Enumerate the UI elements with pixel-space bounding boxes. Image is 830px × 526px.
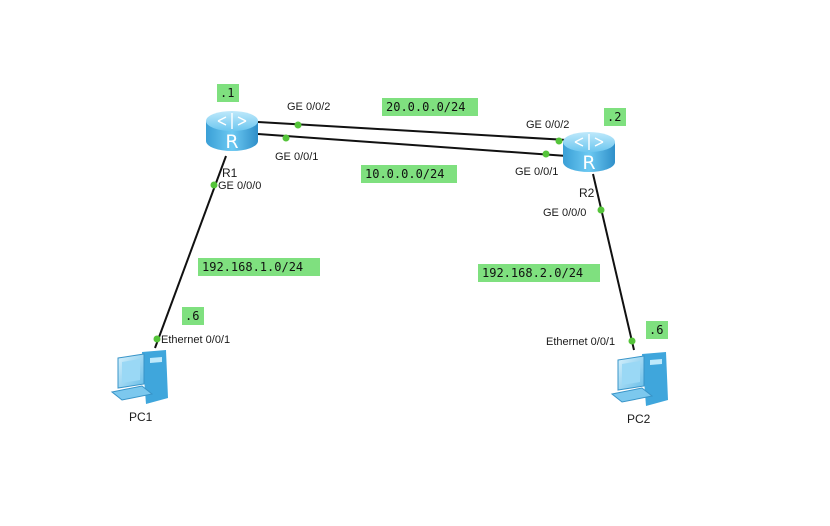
device-label-r1: R1: [222, 166, 238, 180]
note-text: .6: [649, 323, 663, 337]
note-text: 192.168.2.0/24: [482, 266, 583, 280]
port-label-r2-ge002: GE 0/0/2: [526, 119, 569, 131]
router-icon[interactable]: R: [563, 132, 615, 174]
note-text: .2: [607, 110, 621, 124]
note-text: .1: [220, 86, 234, 100]
device-label-pc1: PC1: [129, 410, 153, 424]
note-r2-host[interactable]: .2: [604, 108, 626, 126]
port-dot-r1-ge000[interactable]: [210, 181, 218, 189]
port-label-r1-ge000: GE 0/0/0: [218, 180, 261, 192]
link-r1-r2-ge002[interactable]: [257, 121, 568, 141]
port-dot-r1-ge001[interactable]: [282, 134, 290, 142]
port-label-r2-ge000: GE 0/0/0: [543, 207, 586, 219]
note-text: .6: [185, 309, 199, 323]
port-dot-pc1-eth[interactable]: [153, 335, 161, 343]
note-r1-host[interactable]: .1: [217, 84, 239, 102]
port-label-r1-ge001: GE 0/0/1: [275, 151, 318, 163]
port-dot-pc2-eth[interactable]: [628, 337, 636, 345]
pc-icon[interactable]: [110, 350, 168, 404]
note-net-10[interactable]: 10.0.0.0/24: [361, 165, 457, 183]
device-label-r2: R2: [579, 186, 595, 200]
svg-text:R: R: [225, 131, 238, 153]
device-label-pc2: PC2: [627, 412, 651, 426]
link-r1-r2-ge001[interactable]: [257, 133, 568, 157]
port-dot-r1-ge002[interactable]: [294, 121, 302, 129]
pc-icon[interactable]: [610, 352, 668, 406]
port-label-r2-ge001: GE 0/0/1: [515, 166, 558, 178]
note-net-lan1[interactable]: 192.168.1.0/24: [198, 258, 320, 276]
link-r2-pc2[interactable]: [592, 173, 635, 351]
svg-text:R: R: [582, 152, 595, 174]
note-pc1-host[interactable]: .6: [182, 307, 204, 325]
port-dot-r2-ge001[interactable]: [542, 150, 550, 158]
note-net-20[interactable]: 20.0.0.0/24: [382, 98, 478, 116]
note-text: 20.0.0.0/24: [386, 100, 465, 114]
port-label-pc2-eth: Ethernet 0/0/1: [546, 336, 615, 348]
note-pc2-host[interactable]: .6: [646, 321, 668, 339]
port-label-pc1-eth: Ethernet 0/0/1: [161, 334, 230, 346]
router-icon[interactable]: R: [206, 111, 258, 153]
note-text: 10.0.0.0/24: [365, 167, 444, 181]
note-text: 192.168.1.0/24: [202, 260, 303, 274]
port-dot-r2-ge000[interactable]: [597, 206, 605, 214]
port-dot-r2-ge002[interactable]: [555, 137, 563, 145]
note-net-lan2[interactable]: 192.168.2.0/24: [478, 264, 600, 282]
port-label-r1-ge002: GE 0/0/2: [287, 101, 330, 113]
